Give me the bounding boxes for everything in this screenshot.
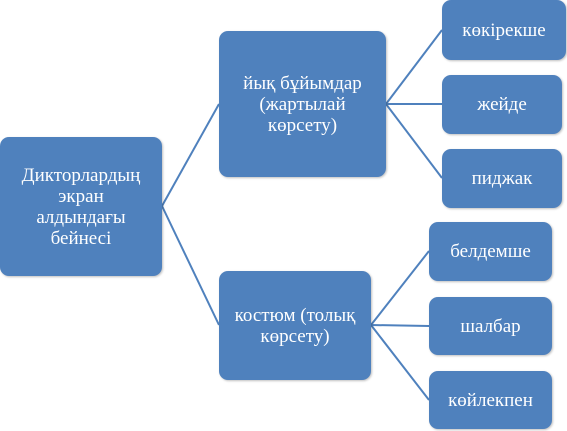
connector-branch-2-leaf-2 <box>370 324 430 327</box>
leaf-node-label: пиджак <box>471 168 533 189</box>
leaf-node: жейде <box>442 75 562 134</box>
leaf-node: пиджак <box>442 149 562 208</box>
connector-root-branch-1 <box>161 103 220 207</box>
connector-branch-2-leaf-3 <box>370 324 430 401</box>
leaf-node-label: белдемше <box>450 241 531 262</box>
branch-node-label: йық бұйымдар (жартылай көрсету) <box>243 72 362 136</box>
connector-branch-2-leaf-1 <box>370 250 430 326</box>
connector-root-branch-2 <box>161 205 220 326</box>
leaf-node-label: шалбар <box>460 315 521 337</box>
root-node-label: Дикторлардың экран алдындағы бейнесі <box>21 164 141 249</box>
root-node: Дикторлардың экран алдындағы бейнесі <box>0 137 162 276</box>
leaf-node: белдемше <box>429 222 552 281</box>
leaf-node-label: көйлекпен <box>448 389 533 411</box>
connector-branch-1-leaf-3 <box>385 103 443 179</box>
leaf-node: шалбар <box>429 297 552 355</box>
leaf-node: көкірекше <box>442 0 566 60</box>
branch-node-partial-display: йық бұйымдар (жартылай көрсету) <box>219 31 386 177</box>
branch-node-full-display: костюм (толық көрсету) <box>219 271 371 380</box>
leaf-node-label: жейде <box>477 94 527 115</box>
leaf-node: көйлекпен <box>429 371 552 429</box>
branch-node-label: костюм (толық көрсету) <box>234 304 356 347</box>
leaf-node-label: көкірекше <box>462 19 546 41</box>
connector-branch-1-leaf-1 <box>385 29 443 105</box>
